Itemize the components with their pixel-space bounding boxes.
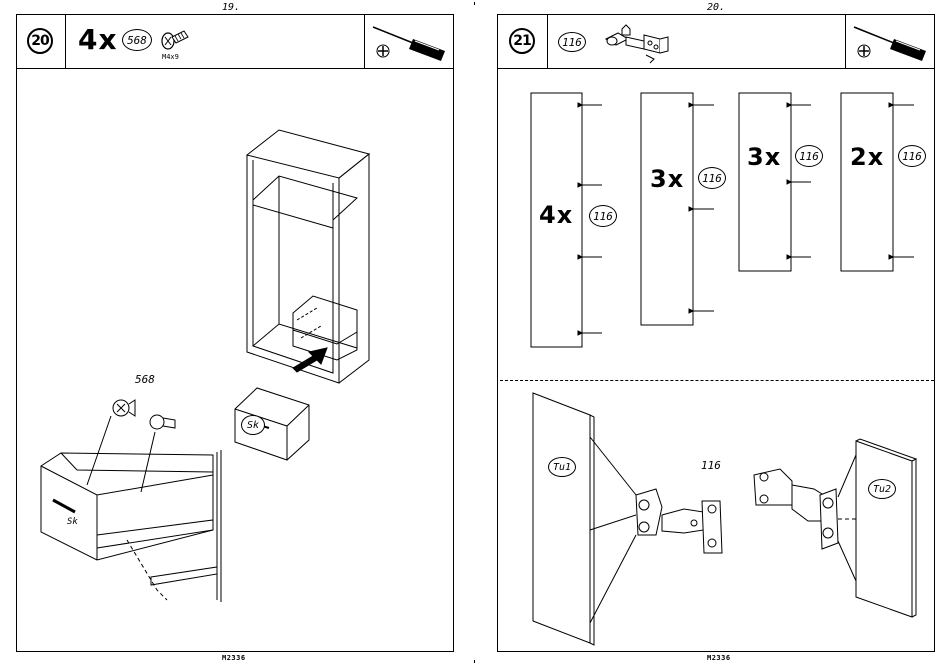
step-number-badge: 20	[27, 28, 53, 54]
footer-code-right: M2336	[707, 654, 731, 662]
hinge-installation-diagram	[498, 385, 934, 651]
panel-2-part-oval: 116	[698, 167, 726, 189]
footer-code-left: M2336	[222, 654, 246, 662]
panel-2-quantity: 3x	[650, 165, 684, 193]
door-right-label: Tu2	[868, 479, 896, 499]
door-left-label: Tu1	[548, 457, 576, 477]
step-number-cell: 20	[17, 15, 66, 69]
panel-4-quantity: 2x	[850, 143, 884, 171]
drawer-front-label: Sk	[67, 517, 78, 527]
part-number-oval: 568	[122, 29, 152, 51]
screw-spec-label: M4x9	[162, 53, 179, 61]
phillips-screwdriver-icon	[369, 21, 449, 63]
step-header-left: 20 4x 568 M4x9	[17, 15, 453, 69]
instruction-page-right: 21 116	[497, 14, 935, 652]
fold-mark-bottom	[474, 660, 475, 663]
panel-1-quantity: 4x	[539, 201, 573, 229]
parts-cell: 4x 568 M4x9	[66, 15, 364, 69]
page-number-right: 20.	[707, 2, 725, 13]
panel-1-part-oval: 116	[589, 205, 617, 227]
panel-3-quantity: 3x	[747, 143, 781, 171]
screw-icon	[158, 23, 198, 57]
fold-mark-top	[474, 2, 475, 5]
page-number-left: 19.	[222, 2, 240, 13]
panel-3-part-oval: 116	[795, 145, 823, 167]
callout-part-number: 568	[135, 373, 155, 386]
drawer-label-oval: Sk	[241, 415, 265, 435]
hinge-part-number: 116	[701, 459, 721, 472]
wardrobe-drawer-illustration	[17, 70, 453, 650]
part-quantity: 4x	[78, 23, 118, 56]
instruction-page-left: 20 4x 568 M4x9	[16, 14, 454, 652]
step-divider	[500, 380, 934, 381]
tool-cell	[364, 15, 453, 69]
panel-4-part-oval: 116	[898, 145, 926, 167]
